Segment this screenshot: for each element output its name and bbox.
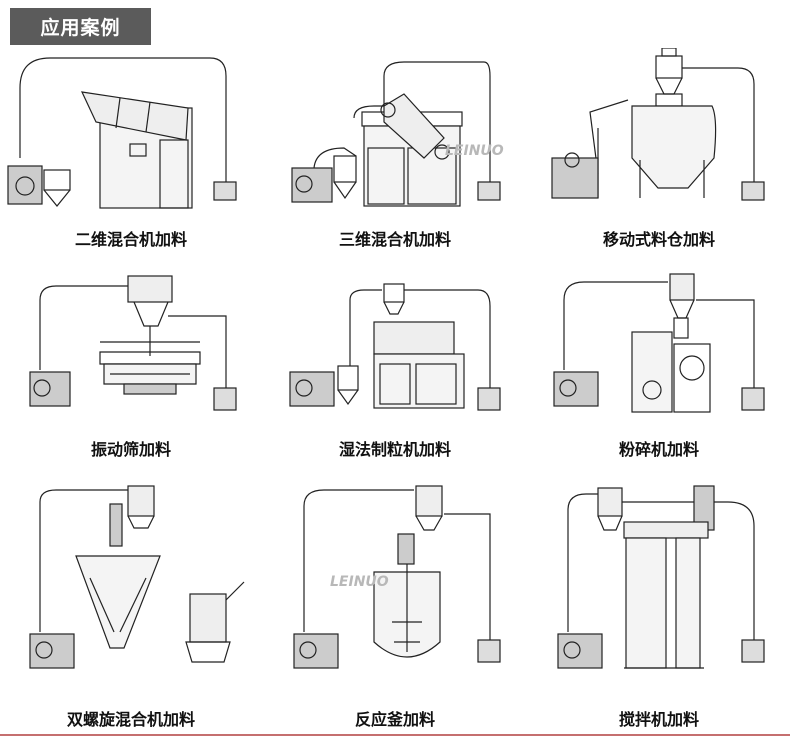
case-agitator: 搅拌机加料 xyxy=(528,482,790,729)
case-label: 湿法制粒机加料 xyxy=(338,440,451,459)
case-label: 振动筛加料 xyxy=(90,440,171,459)
vibrating-screen-drawing xyxy=(29,275,237,411)
double-screw-mixer-drawing xyxy=(29,485,245,669)
brand-watermark: LEINUO xyxy=(330,574,389,590)
brand-watermark: LEINUO xyxy=(445,143,504,159)
case-three-dimensional-mixer: 三维混合机加料 xyxy=(264,48,526,278)
case-label: 三维混合机加料 xyxy=(338,230,451,249)
three-dimensional-mixer-drawing xyxy=(291,61,501,207)
case-label: 反应釜加料 xyxy=(354,710,435,729)
case-double-screw-mixer: 双螺旋混合机加料 xyxy=(0,482,262,729)
case-pulverizer: 粉碎机加料 xyxy=(528,270,790,500)
section-title: 应用案例 xyxy=(40,17,121,39)
bottom-divider xyxy=(0,734,790,736)
case-mobile-silo: 移动式料仓加料 xyxy=(528,48,790,278)
case-label: 移动式料仓加料 xyxy=(602,230,715,249)
case-label: 搅拌机加料 xyxy=(618,710,699,729)
mobile-silo-drawing xyxy=(551,48,765,201)
section-header: 应用案例 xyxy=(10,8,151,45)
case-label: 粉碎机加料 xyxy=(618,440,699,459)
case-reactor: 反应釜加料 xyxy=(264,482,526,729)
agitator-drawing xyxy=(557,485,765,669)
pulverizer-drawing xyxy=(553,273,765,413)
case-wet-granulator: 湿法制粒机加料 xyxy=(264,270,526,500)
case-two-dimensional-mixer: 二维混合机加料 xyxy=(0,48,262,278)
case-vibrating-screen: 振动筛加料 xyxy=(0,270,262,500)
wet-granulator-drawing xyxy=(289,283,501,411)
case-label: 双螺旋混合机加料 xyxy=(66,710,195,729)
two-dimensional-mixer-drawing xyxy=(7,57,237,209)
case-label: 二维混合机加料 xyxy=(74,230,187,249)
reactor-drawing xyxy=(293,485,501,669)
